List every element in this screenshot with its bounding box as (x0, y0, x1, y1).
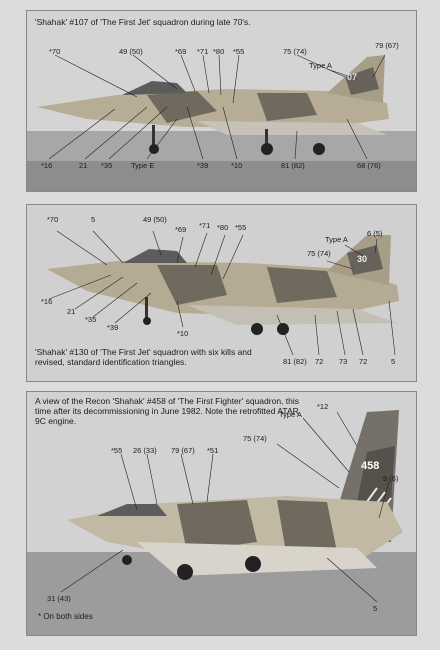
callout-label: *10 (177, 329, 189, 338)
callout-label: 49 (50) (143, 215, 167, 224)
footnote: * On both sides (38, 612, 93, 621)
callout-label: Type A (325, 235, 348, 244)
photo-panel-1: 'Shahak' #107 of 'The First Jet' squadro… (26, 10, 417, 192)
callout-label: *10 (231, 161, 243, 170)
callout-label: *39 (107, 323, 119, 332)
callout-label: 81 (82) (281, 161, 305, 170)
callout-label: *35 (85, 315, 97, 324)
callout-label: *71 (199, 221, 211, 230)
tail-number: 07 (347, 72, 358, 82)
callout-label: 75 (74) (307, 249, 331, 258)
callout-label: *39 (197, 161, 209, 170)
callout-label: 5 (391, 357, 396, 366)
callout-label: 68 (76) (357, 161, 381, 170)
callout-label: Type A (279, 410, 302, 419)
callout-label: *69 (175, 47, 187, 56)
callout-label: 5 (373, 604, 378, 613)
callout-label: 75 (74) (283, 47, 307, 56)
callout-label: *80 (217, 223, 229, 232)
callout-label: *16 (41, 297, 53, 306)
callout-label: *71 (197, 47, 209, 56)
callout-label: 21 (67, 307, 76, 316)
callout-label: *55 (233, 47, 245, 56)
callout-label: 21 (79, 161, 88, 170)
photo-caption-2: 'Shahak' #130 of 'The First Jet' squadro… (35, 347, 252, 367)
callout-label: 5 (91, 215, 96, 224)
photo-caption-1: 'Shahak' #107 of 'The First Jet' squadro… (35, 17, 251, 27)
aircraft-photo-3 (27, 392, 416, 635)
callout-label: 72 (359, 357, 368, 366)
callout-label: *12 (317, 402, 329, 411)
callout-label: 72 (315, 357, 324, 366)
tail-number: 458 (361, 460, 380, 472)
callout-label: 26 (33) (133, 446, 157, 455)
callout-label: 9 (6) (383, 474, 399, 483)
photo-panel-2: *70 5 49 (50) *69 *71 *80 *55 Type A 6 (… (26, 204, 417, 382)
callout-label: *51 (207, 446, 219, 455)
callout-label: 81 (82) (283, 357, 307, 366)
aircraft-photo-2 (27, 205, 416, 381)
photo-panel-3: A view of the Recon 'Shahak' #458 of 'Th… (26, 391, 417, 636)
callout-label: *69 (175, 225, 187, 234)
callout-label: *80 (213, 47, 225, 56)
callout-label: 79 (67) (375, 41, 399, 50)
callout-label: Type A (309, 61, 332, 70)
callout-label: *55 (111, 446, 123, 455)
callout-label: *55 (235, 223, 247, 232)
aircraft-photo-1 (27, 11, 416, 191)
callout-label: *16 (41, 161, 53, 170)
callout-label: *70 (49, 47, 61, 56)
callout-label: *35 (101, 161, 113, 170)
callout-label: 75 (74) (243, 434, 267, 443)
tail-number: 30 (357, 254, 368, 264)
callout-label: 31 (43) (47, 594, 71, 603)
callout-label: 79 (67) (171, 446, 195, 455)
callout-label: Type E (131, 161, 155, 170)
photo-caption-3: A view of the Recon 'Shahak' #458 of 'Th… (35, 396, 299, 426)
callout-label: 73 (339, 357, 348, 366)
callout-label: *70 (47, 215, 59, 224)
callout-label: 49 (50) (119, 47, 143, 56)
callout-label: 6 (5) (367, 229, 383, 238)
